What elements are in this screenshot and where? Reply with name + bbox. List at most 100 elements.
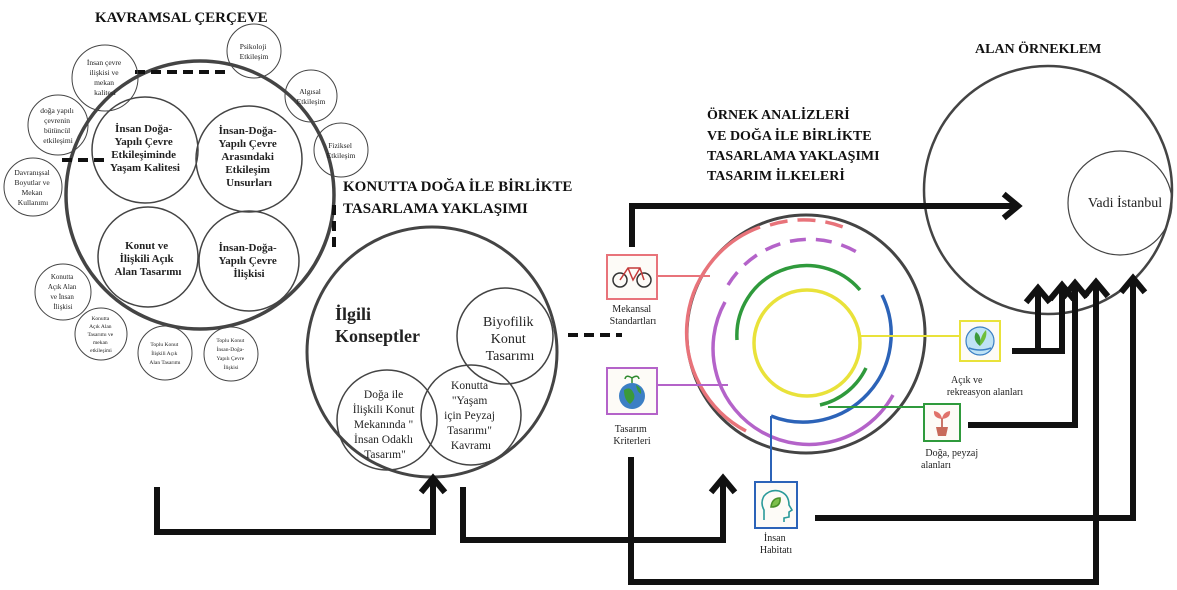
arrow-head bbox=[418, 473, 448, 495]
label-line: alanları bbox=[921, 460, 951, 471]
label-line: İlişkisi bbox=[224, 364, 239, 371]
inner-circle-label: Konut ve İlişkili Açık Alan Tasarımı bbox=[115, 240, 182, 278]
title-line: TASARIM İLKELERİ bbox=[707, 167, 845, 184]
concept-circle bbox=[336, 369, 438, 471]
concepts-cluster: İlgili Konseptler Biyofilik Konut Tasarı… bbox=[305, 225, 622, 479]
label-line: Alan Tasarımı bbox=[149, 360, 181, 366]
label-line: Algısal bbox=[299, 87, 321, 96]
label-line: ilişkisi ve bbox=[90, 68, 120, 77]
label-line: Tasarım bbox=[615, 424, 647, 435]
label-line: Konutta bbox=[451, 380, 488, 392]
satellite-label: Konutta Açık Alan ve İnsan İlişkisi bbox=[48, 273, 78, 311]
title-line: TASARLAMA YAKLAŞIMI bbox=[707, 149, 880, 164]
label-line: mekan bbox=[94, 78, 114, 87]
inner-circle-label: İnsan Doğa- Yapılı Çevre Etkileşiminde Y… bbox=[110, 123, 180, 174]
concept-label: Konutta "Yaşam için Peyzaj Tasarımı" Kav… bbox=[444, 380, 498, 452]
arrow-head bbox=[708, 473, 738, 495]
label-line: Tasarımı bbox=[486, 349, 535, 364]
label-line: Konutta bbox=[51, 273, 74, 281]
label-line: Yaşam Kalitesi bbox=[110, 162, 180, 174]
flow-arrows bbox=[154, 191, 1148, 585]
label-line: Arasındaki bbox=[221, 151, 274, 163]
sprout-icon bbox=[933, 411, 951, 436]
mekansal-tile bbox=[606, 254, 658, 300]
concept-label: Doğa ile İlişkili Konut Mekanında " İnsa… bbox=[353, 389, 418, 461]
title-alan-orneklem: ALAN ÖRNEKLEM bbox=[975, 40, 1101, 57]
label-line: mekan bbox=[93, 340, 108, 346]
label-line: İnsan-Doğa- bbox=[217, 346, 245, 353]
mekansal-node: Mekansal Standartları bbox=[606, 254, 658, 327]
label-line: Toplu Konut bbox=[150, 342, 178, 348]
satellite-circle bbox=[137, 325, 193, 381]
label-line: Açık Alan bbox=[48, 283, 77, 291]
label-line: İnsan çevre bbox=[87, 58, 122, 67]
label-line: Açık Alan bbox=[89, 324, 112, 330]
label-line: Standartları bbox=[610, 316, 657, 327]
habitat-label: İnsan Habitatı bbox=[760, 532, 792, 556]
label-line: Kullanımı bbox=[18, 198, 48, 207]
green-ring-arc bbox=[735, 263, 862, 341]
label-line: İlişkili Konut bbox=[353, 402, 415, 416]
inner-circle bbox=[91, 96, 199, 204]
concept-circle bbox=[420, 364, 522, 466]
label-line: Açık ve bbox=[951, 375, 983, 386]
label-line: İnsan-Doğa- bbox=[219, 242, 277, 254]
label-line: Etkileşim bbox=[297, 97, 326, 106]
concept-label: Biyofilik Konut Tasarımı bbox=[483, 315, 537, 364]
inner-circle-label: İnsan-Doğa- Yapılı Çevre Arasındaki Etki… bbox=[219, 125, 280, 189]
label-line: Etkileşim bbox=[240, 52, 269, 61]
label-line: Mekanında " bbox=[354, 419, 413, 431]
label-line: etkileşimi bbox=[43, 136, 73, 145]
label-line: Etkileşiminde bbox=[111, 149, 176, 161]
earth-icon bbox=[619, 375, 645, 409]
green-ring-lower-arc bbox=[819, 367, 868, 407]
label-line: Habitatı bbox=[760, 545, 792, 556]
framework-outer-circle bbox=[64, 59, 336, 331]
mekansal-label: Mekansal Standartları bbox=[610, 304, 657, 327]
vadi-istanbul-label: Vadi İstanbul bbox=[1088, 195, 1162, 211]
leaf-water-icon bbox=[965, 326, 995, 356]
flow-arrow bbox=[815, 278, 1136, 521]
yellow-ring bbox=[752, 288, 862, 398]
label-line: İlişkisi bbox=[233, 268, 264, 280]
purple-ring-dashed-arc bbox=[726, 237, 861, 286]
peyzaj-node: Doğa, peyzaj alanları bbox=[921, 403, 981, 471]
title-konutta-doga: KONUTTA DOĞA İLE BİRLİKTE TASARLAMA YAKL… bbox=[343, 178, 576, 217]
bicycle-icon bbox=[612, 267, 652, 288]
label-line: İlişkili Açık bbox=[120, 253, 175, 265]
satellite-circle bbox=[27, 94, 89, 156]
satellite-circle bbox=[71, 44, 139, 112]
satellite-circle bbox=[284, 69, 338, 123]
label-line: rekreasyon alanları bbox=[947, 387, 1024, 398]
label-line: İlgili bbox=[335, 304, 371, 324]
inner-circle bbox=[195, 105, 303, 213]
label-line: Konutta bbox=[91, 316, 109, 322]
inner-circle bbox=[198, 210, 300, 312]
satellite-label: Toplu Konut İlişkili Açık Alan Tasarımı bbox=[149, 342, 181, 366]
purple-ring-arc bbox=[711, 301, 895, 447]
title-line: ÖRNEK ANALİZLERİ bbox=[707, 106, 850, 123]
inner-circle-label: İnsan-Doğa- Yapılı Çevre İlişkisi bbox=[219, 242, 280, 280]
label-line: Toplu Konut bbox=[216, 338, 244, 344]
peyzaj-label: Doğa, peyzaj alanları bbox=[921, 448, 981, 471]
flow-arrow bbox=[1012, 285, 1065, 354]
satellite-circle bbox=[313, 122, 369, 178]
label-line: İnsan Doğa- bbox=[115, 123, 172, 135]
label-line: Mekan bbox=[22, 188, 43, 197]
habitat-node: İnsan Habitatı bbox=[754, 481, 798, 556]
label-line: Alan Tasarımı bbox=[115, 266, 182, 278]
satellite-circle bbox=[74, 307, 128, 361]
label-line: doğa yapılı bbox=[40, 106, 74, 115]
ilgili-konseptler-label: İlgili Konseptler bbox=[335, 304, 420, 346]
title-ornek-analizleri: ÖRNEK ANALİZLERİ VE DOĞA İLE BİRLİKTE TA… bbox=[707, 106, 883, 184]
label-line: Kavramı bbox=[451, 440, 491, 452]
satellite-label: Algısal Etkileşim bbox=[297, 87, 326, 106]
label-line: Etkileşim bbox=[225, 164, 270, 176]
label-line: İlişkisi bbox=[53, 303, 72, 311]
blue-ring-arc bbox=[770, 294, 893, 424]
label-line: Yapılı Çevre bbox=[216, 356, 244, 362]
inner-circle bbox=[97, 206, 199, 308]
label-line: İnsan Odaklı bbox=[354, 432, 413, 446]
principles-cluster bbox=[657, 213, 960, 482]
